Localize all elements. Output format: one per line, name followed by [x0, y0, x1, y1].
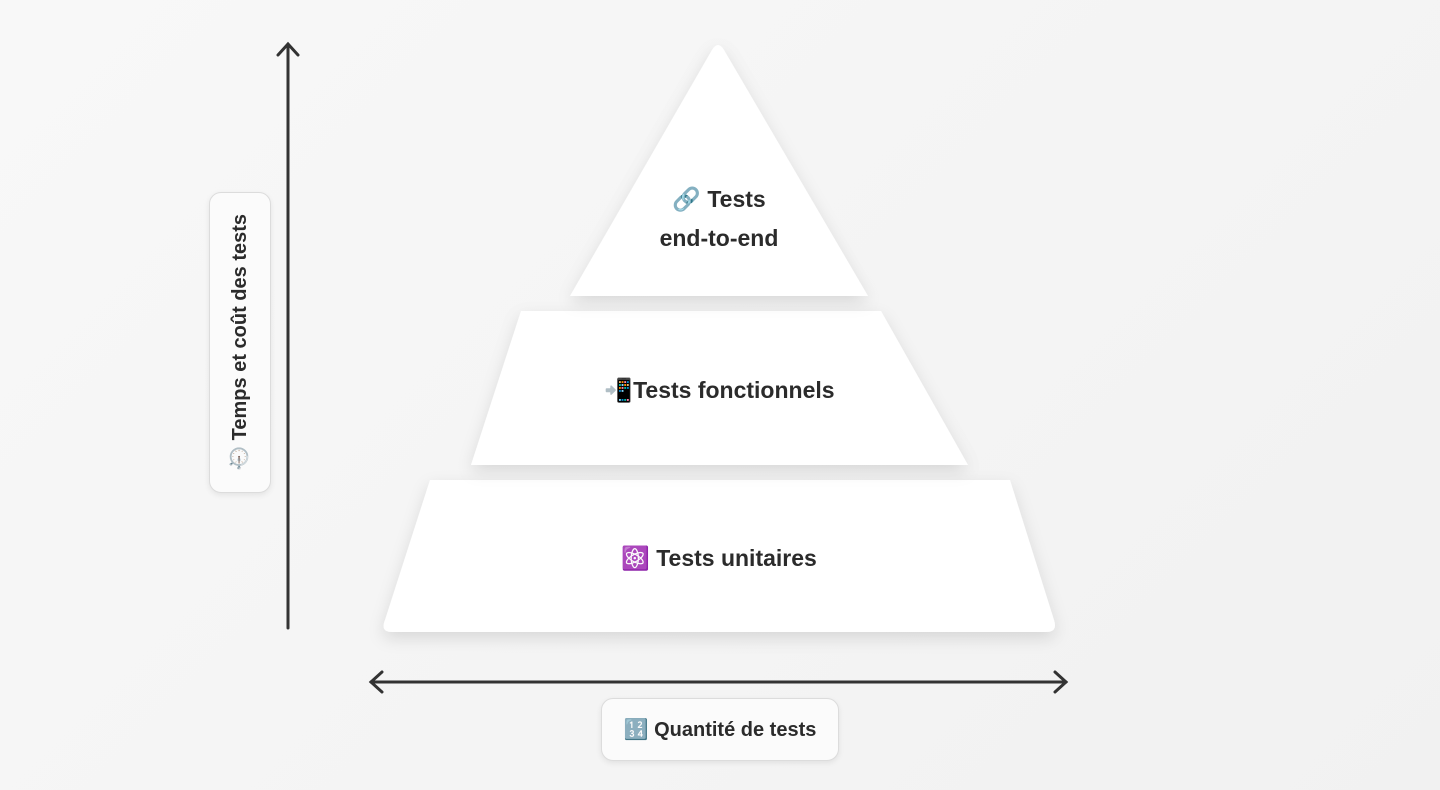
numbers-icon: 🔢	[623, 718, 649, 741]
top-layer-label-line1: 🔗 Tests	[570, 183, 868, 213]
stopwatch-icon: ⏱️	[229, 446, 251, 471]
horizontal-axis-arrow	[368, 670, 1069, 694]
pyramid-middle-layer	[471, 311, 968, 465]
atom-icon: ⚛️	[621, 544, 650, 571]
top-label-line1: Tests	[707, 185, 766, 212]
bottom-layer-label: ⚛️ Tests unitaires	[381, 542, 1057, 572]
vertical-axis-label-content: ⏱️ Temps et coût des tests	[228, 214, 252, 470]
vertical-axis-label: ⏱️ Temps et coût des tests	[209, 192, 271, 493]
horizontal-axis-text: Quantité de tests	[654, 718, 817, 741]
middle-label-text: Tests fonctionnels	[633, 376, 835, 403]
middle-layer-label: 📲Tests fonctionnels	[471, 374, 968, 404]
pyramid-top-layer	[570, 45, 868, 296]
bottom-label-text: Tests unitaires	[656, 544, 817, 571]
vertical-axis-text: Temps et coût des tests	[229, 214, 251, 441]
link-icon: 🔗	[672, 185, 701, 212]
horizontal-axis-label: 🔢 Quantité de tests	[601, 698, 839, 761]
pyramid-bottom-layer	[383, 480, 1055, 632]
top-label-line2: end-to-end	[659, 224, 779, 251]
vertical-axis-arrow	[276, 41, 300, 630]
mobile-arrow-icon: 📲	[604, 376, 634, 403]
top-layer-label-line2: end-to-end	[570, 222, 868, 252]
